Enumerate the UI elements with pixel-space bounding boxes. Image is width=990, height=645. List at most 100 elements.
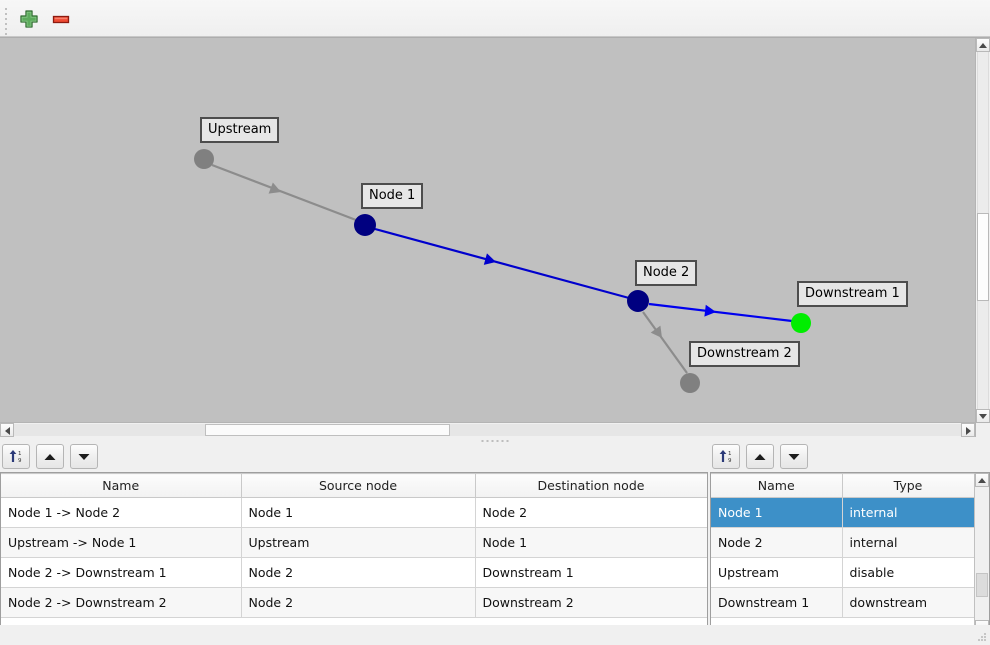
nodes-cell-0[interactable]: Downstream 1: [711, 587, 843, 618]
edge-node1-node2[interactable]: [374, 227, 630, 300]
nodes-move-up-button[interactable]: [746, 444, 774, 469]
nodes-cell-0[interactable]: Node 1: [711, 497, 843, 528]
scroll-thumb[interactable]: [977, 213, 989, 301]
diagram-graphics: [194, 149, 811, 393]
connections-cell-1[interactable]: Upstream: [241, 527, 476, 558]
scroll-thumb[interactable]: [976, 573, 988, 597]
hscroll-thumb[interactable]: [205, 424, 450, 436]
connections-move-up-button[interactable]: [36, 444, 64, 469]
nodes-vertical-scrollbar[interactable]: [974, 473, 989, 634]
scroll-up-button[interactable]: [976, 38, 990, 52]
svg-text:1: 1: [728, 451, 732, 457]
nodes-cell-1[interactable]: internal: [842, 527, 975, 558]
resize-grip[interactable]: [977, 632, 987, 642]
add-node-button[interactable]: [17, 7, 41, 31]
panel-splitter[interactable]: [0, 437, 990, 445]
main-toolbar: [0, 0, 990, 37]
triangle-right-icon: [965, 427, 971, 435]
connections-cell-2[interactable]: Downstream 1: [475, 557, 707, 588]
connections-cell-1[interactable]: Node 2: [241, 587, 476, 618]
node-downstream1[interactable]: [791, 313, 811, 333]
nodes-cell-0[interactable]: Node 2: [711, 527, 843, 558]
connections-move-down-button[interactable]: [70, 444, 98, 469]
remove-node-button[interactable]: [49, 7, 73, 31]
nodes-header-0[interactable]: Name: [711, 473, 843, 498]
nodes-sort-button[interactable]: 1 9: [712, 444, 740, 469]
connections-sort-button[interactable]: 1 9: [2, 444, 30, 469]
hscroll-track-right[interactable]: [450, 424, 961, 436]
node-label-node2[interactable]: Node 2: [635, 260, 698, 286]
edge-arrowhead-node1-node2: [483, 253, 496, 265]
edge-node2-downstream1[interactable]: [648, 302, 793, 323]
window-bottom-area: [0, 625, 990, 645]
edge-node2-downstream2[interactable]: [642, 311, 688, 374]
connections-header-0[interactable]: Name: [1, 473, 242, 498]
scroll-right-button[interactable]: [961, 423, 975, 437]
triangle-left-icon: [4, 427, 10, 435]
triangle-up-icon: [978, 478, 986, 483]
node-label-downstream1[interactable]: Downstream 1: [797, 281, 908, 307]
scrollbar-corner: [975, 422, 990, 437]
canvas-horizontal-scrollbar[interactable]: [0, 422, 975, 437]
scroll-up-button[interactable]: [975, 473, 989, 487]
nodes-cell-1[interactable]: internal: [842, 497, 975, 528]
connections-cell-2[interactable]: Node 1: [475, 527, 707, 558]
connections-cell-2[interactable]: Downstream 2: [475, 587, 707, 618]
connections-cell-0[interactable]: Upstream -> Node 1: [1, 527, 242, 558]
splitter-grip: [481, 440, 509, 442]
node-upstream[interactable]: [194, 149, 214, 169]
edge-upstream-node1[interactable]: [211, 163, 357, 222]
edge-arrowhead-node2-downstream2: [650, 325, 662, 338]
scroll-track-bottom[interactable]: [977, 301, 989, 409]
node-node1[interactable]: [354, 214, 376, 236]
connections-cell-0[interactable]: Node 2 -> Downstream 1: [1, 557, 242, 588]
nodes-header-1[interactable]: Type: [842, 473, 975, 498]
hscroll-track-left[interactable]: [14, 424, 205, 436]
nodes-move-down-button[interactable]: [780, 444, 808, 469]
connections-cell-1[interactable]: Node 2: [241, 557, 476, 588]
scroll-down-button[interactable]: [976, 409, 990, 423]
scroll-track-top[interactable]: [977, 52, 989, 213]
nodes-cell-1[interactable]: disable: [842, 557, 975, 588]
node-label-node1[interactable]: Node 1: [361, 183, 424, 209]
node-downstream2[interactable]: [680, 373, 700, 393]
edge-arrowhead-upstream-node1: [268, 182, 281, 194]
node-label-downstream2[interactable]: Downstream 2: [689, 341, 800, 367]
connections-cell-0[interactable]: Node 1 -> Node 2: [1, 497, 242, 528]
node-label-upstream[interactable]: Upstream: [200, 117, 280, 143]
svg-text:9: 9: [728, 458, 732, 464]
triangle-down-icon: [78, 453, 90, 460]
scroll-left-button[interactable]: [0, 423, 14, 437]
node-node2[interactable]: [627, 290, 649, 312]
sort-ascending-icon: 1 9: [719, 450, 732, 464]
connections-cell-0[interactable]: Node 2 -> Downstream 2: [1, 587, 242, 618]
connections-cell-1[interactable]: Node 1: [241, 497, 476, 528]
triangle-up-icon: [44, 453, 56, 460]
toolbar-drag-handle[interactable]: [5, 8, 9, 35]
connections-header-1[interactable]: Source node: [241, 473, 476, 498]
connections-header-2[interactable]: Destination node: [475, 473, 707, 498]
connections-cell-2[interactable]: Node 2: [475, 497, 707, 528]
nodes-cell-0[interactable]: Upstream: [711, 557, 843, 588]
nodes-cell-1[interactable]: downstream: [842, 587, 975, 618]
triangle-down-icon: [979, 414, 987, 419]
canvas-vertical-scrollbar[interactable]: [975, 38, 990, 423]
